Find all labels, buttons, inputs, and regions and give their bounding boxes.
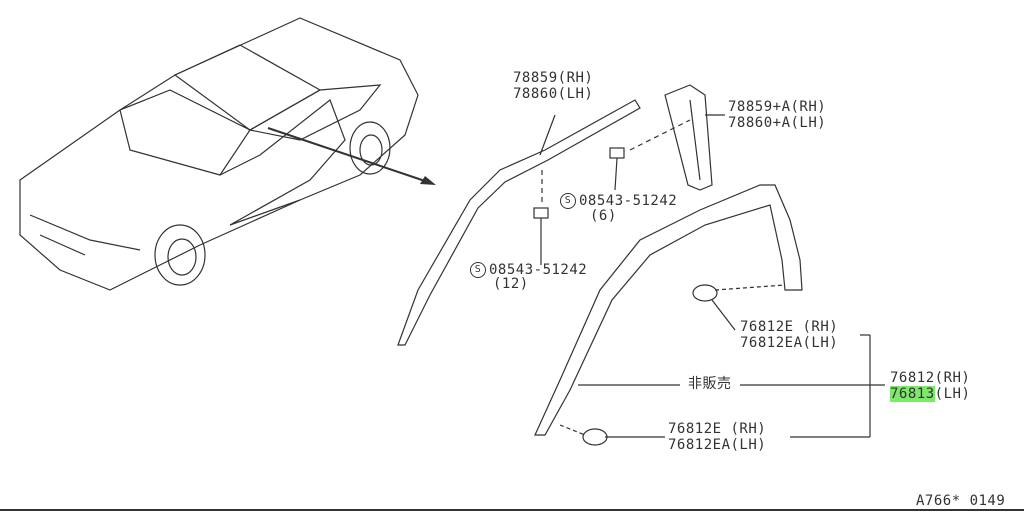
part-label-clip-lower-lh: 76812EA(LH) (668, 437, 767, 453)
part-label-clip-lower-rh: 76812E (RH) (668, 421, 767, 437)
highlighted-part-number: 76813 (890, 386, 935, 402)
figure-code: A766* 0149 (916, 493, 1006, 509)
car-illustration (19, 17, 419, 291)
clip-upper (692, 284, 718, 302)
screw-symbol-icon: S (560, 193, 576, 209)
side-suffix: (LH) (934, 386, 971, 402)
door-weatherstrip (534, 184, 803, 436)
part-label-clip-upper-rh: 76812E (RH) (740, 319, 839, 335)
part-label-clip-upper-lh: 76812EA(LH) (740, 335, 839, 351)
part-label-78860: 78860(LH) (513, 86, 594, 102)
screw-upper (609, 147, 625, 159)
screw-number: 08543-51242 (489, 262, 588, 278)
screw-number: 08543-51242 (579, 193, 678, 209)
moulding-end-piece (664, 84, 713, 191)
part-label-78859: 78859(RH) (513, 70, 594, 86)
part-label-78860a: 78860+A(LH) (728, 115, 827, 131)
screw-symbol-icon: S (470, 262, 486, 278)
part-label-76813: 76813(LH) (890, 386, 971, 402)
screw-lower (533, 207, 549, 240)
not-for-sale-label: 非販売 (688, 376, 732, 392)
part-label-78859a: 78859+A(RH) (728, 99, 827, 115)
location-arrow (267, 127, 429, 183)
screw-lower-qty: (12) (493, 276, 529, 292)
clip-lower (582, 428, 608, 446)
part-label-76812: 76812(RH) (890, 370, 971, 386)
screw-upper-qty: (6) (590, 208, 617, 224)
outer-moulding (397, 99, 641, 346)
